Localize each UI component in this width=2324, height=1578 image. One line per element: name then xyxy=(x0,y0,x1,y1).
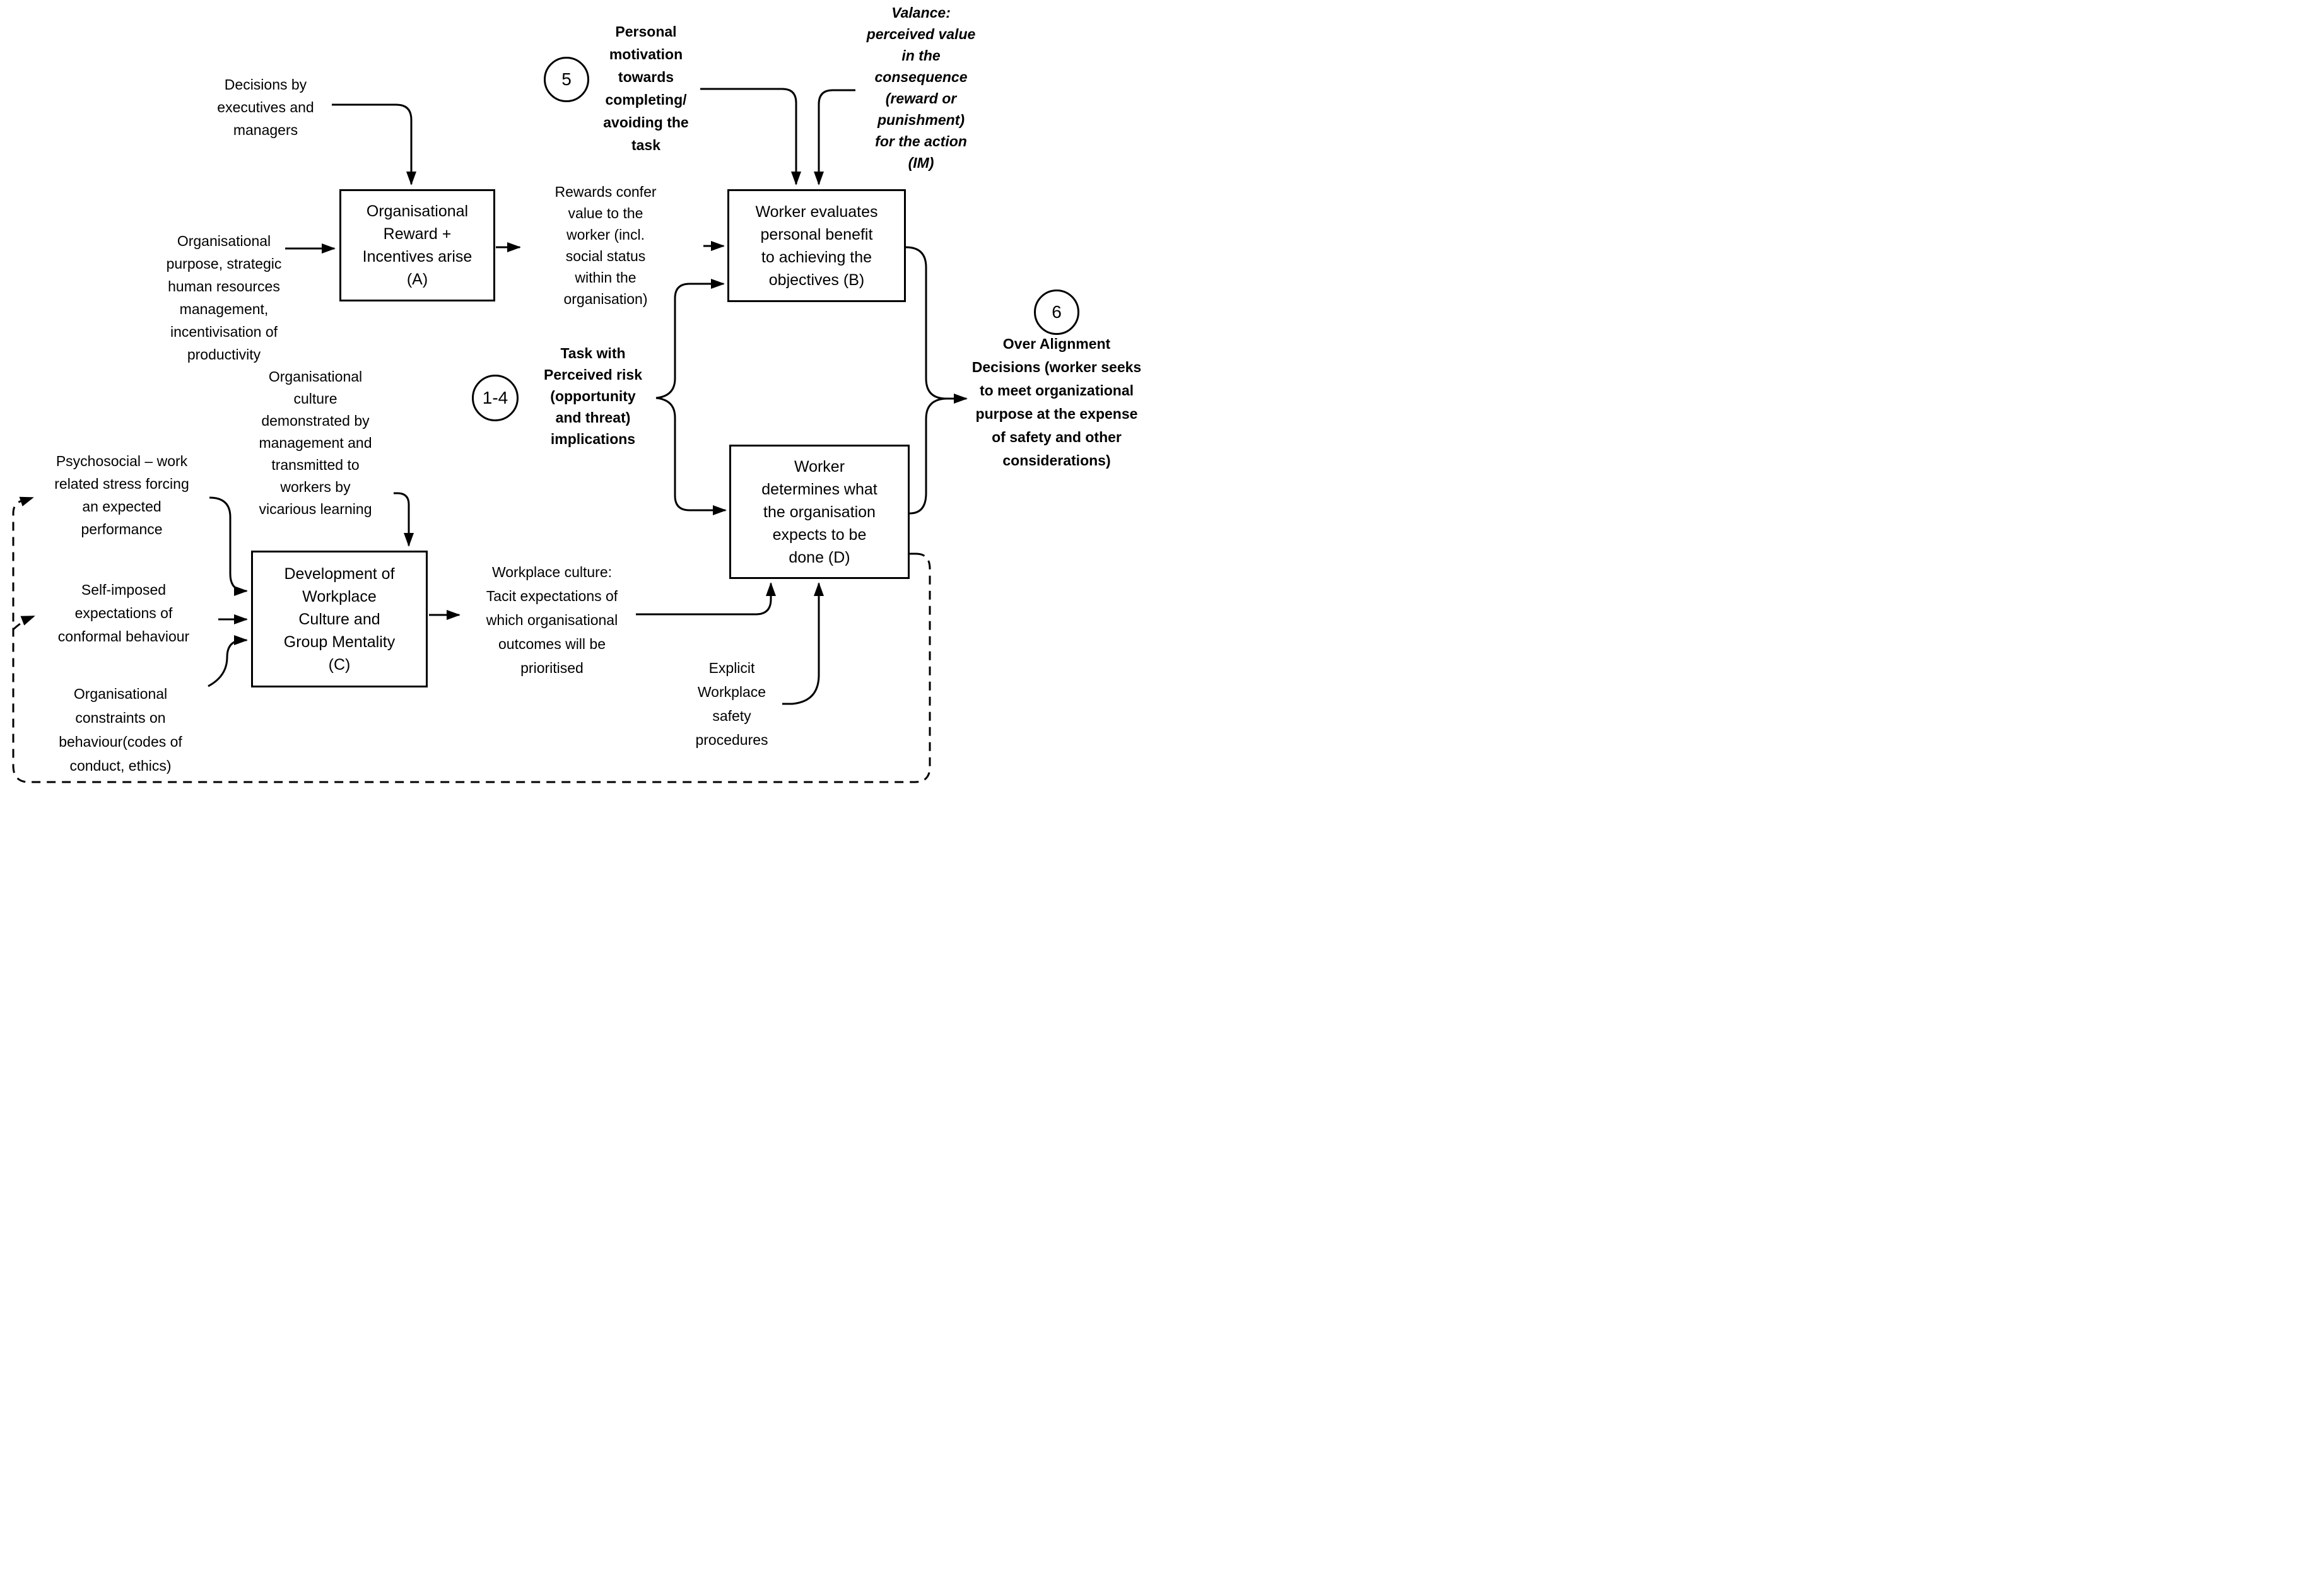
arrow-valance-to-b xyxy=(814,89,855,185)
label-workplace-culture-tacit: Workplace culture: Tacit expectations of… xyxy=(486,564,618,676)
dashed-branch-selfimposed xyxy=(12,615,35,631)
box-worker-determines: Worker determines what the organisation … xyxy=(729,445,910,579)
arrow-b-to-overalignment xyxy=(905,246,968,404)
dashed-feedback-loop xyxy=(12,496,931,783)
arrow-personal-to-b xyxy=(700,88,801,185)
arrow-explicitsafety-to-d xyxy=(782,582,824,705)
arrow-decisions-to-a xyxy=(332,103,416,185)
label-self-imposed: Self-imposed expectations of conformal b… xyxy=(57,582,190,645)
label-psychosocial-stress: Psychosocial – work related stress forci… xyxy=(54,453,189,537)
label-organisational-purpose: Organisational purpose, strategic human … xyxy=(166,233,282,363)
arrow-taskrisk-to-b xyxy=(655,279,725,399)
diagram-canvas: Organisational Reward + Incentives arise… xyxy=(0,0,1162,789)
badge-step-6: 6 xyxy=(1034,289,1079,335)
label-personal-motivation: Personal motivation towards completing/ … xyxy=(603,23,689,153)
arrow-psychosocial-to-c xyxy=(209,496,248,596)
label-rewards-confer: Rewards confer value to the worker (incl… xyxy=(555,184,657,307)
label-decisions-executives: Decisions by executives and managers xyxy=(217,76,314,138)
arrow-constraints-to-c xyxy=(208,635,248,687)
arrow-taskrisk-to-d xyxy=(655,397,727,515)
label-valance: Valance: perceived value in the conseque… xyxy=(866,4,976,171)
badge-step-1-4: 1-4 xyxy=(472,375,519,421)
box-worker-evaluates: Worker evaluates personal benefit to ach… xyxy=(727,189,906,302)
label-task-perceived-risk: Task with Perceived risk (opportunity an… xyxy=(543,345,642,447)
box-workplace-culture-development: Development of Workplace Culture and Gro… xyxy=(251,551,428,687)
label-over-alignment: Over Alignment Decisions (worker seeks t… xyxy=(971,336,1142,469)
box-organisational-reward: Organisational Reward + Incentives arise… xyxy=(339,189,495,301)
label-explicit-safety: Explicit Workplace safety procedures xyxy=(695,660,768,748)
connector-layer xyxy=(12,88,968,783)
label-organisational-culture: Organisational culture demonstrated by m… xyxy=(259,368,372,517)
badge-step-5: 5 xyxy=(544,57,589,102)
arrow-orgculture-to-c xyxy=(394,492,414,547)
label-organisational-constraints: Organisational constraints on behaviour(… xyxy=(59,686,182,774)
arrow-d-to-overalignment xyxy=(909,397,947,515)
arrow-workplaceculture-to-d xyxy=(636,582,776,616)
